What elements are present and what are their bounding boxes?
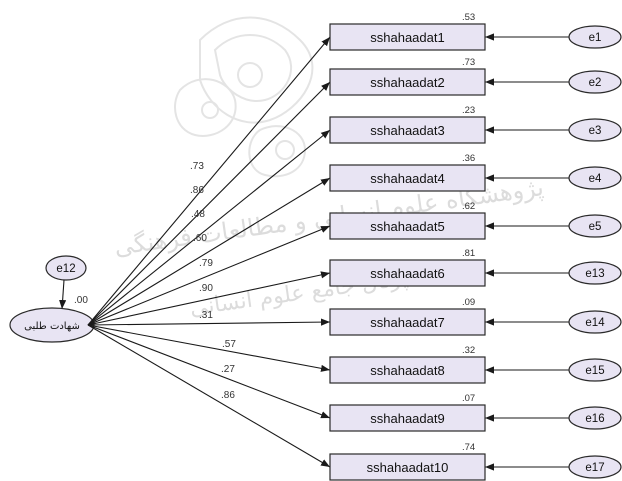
indicator-box[interactable] [329,68,486,96]
r-squared-value: .74 [462,442,475,453]
error-ellipse[interactable] [568,261,622,285]
loading-path [87,324,331,419]
error-label: e13 [585,268,604,280]
loading-coefficient: .86 [221,390,235,401]
watermark-logo [174,16,314,178]
error-ellipse[interactable] [568,166,622,190]
error-label: e1 [589,32,602,44]
loading-coefficient: .60 [193,233,207,244]
indicator-label: sshahaadat4 [370,171,444,186]
indicator-label: sshahaadat3 [370,123,444,138]
loading-coefficient: .27 [221,364,235,375]
indicator-box[interactable] [329,453,486,481]
indicator-label: sshahaadat10 [367,460,449,475]
loading-paths: .73 .86 .48 .60 .79 .90 .31 .57 .27 .86 [87,33,569,471]
indicator-label: sshahaadat6 [370,266,444,281]
indicator-box[interactable] [329,308,486,336]
loading-path [87,324,331,372]
indicator-box[interactable] [329,259,486,287]
error-label: e16 [585,413,604,425]
indicator-box[interactable] [329,212,486,240]
indicator-label: sshahaadat1 [370,30,444,45]
error-ellipse[interactable] [568,118,622,142]
loading-coefficient: .90 [199,283,213,294]
r-squared-value: .62 [462,201,475,212]
loading-path [87,81,331,326]
error-ellipse[interactable] [568,25,622,49]
indicator-box[interactable] [329,356,486,384]
loading-coefficient: .57 [222,339,236,350]
loading-coefficient: .31 [199,310,213,321]
latent-error-arrow [59,279,67,310]
error-label: e5 [589,221,602,233]
r-squared-value: .36 [462,153,475,164]
indicator-box[interactable] [329,116,486,144]
error-ellipse[interactable] [568,310,622,334]
error-ellipse[interactable] [568,358,622,382]
loading-coefficient: .86 [190,185,204,196]
loading-coefficient: .79 [199,258,213,269]
indicator-nodes: sshahaadat1 .53 e1 sshahaadat2 .73 e2 sshahaad… [329,12,622,481]
loading-path [87,324,331,468]
loading-path [87,318,331,326]
indicator-box[interactable] [329,23,486,51]
indicator-box[interactable] [329,404,486,432]
loading-path [87,271,331,326]
loading-coefficient: .48 [191,209,205,220]
latent-label: شهادت طلبی [24,321,80,332]
loading-coefficient: .73 [190,161,204,172]
error-label: e3 [589,125,602,137]
error-ellipse[interactable] [568,70,622,94]
indicator-box[interactable] [329,164,486,192]
r-squared-value: .81 [462,248,475,259]
r-squared-value: .09 [462,297,475,308]
r-squared-value: .07 [462,393,475,404]
indicator-label: sshahaadat9 [370,411,444,426]
latent-variance: .00 [74,295,88,306]
error-label: e17 [585,462,604,474]
error-label: e2 [589,77,602,89]
error-label: e4 [589,173,602,185]
indicator-label: sshahaadat2 [370,75,444,90]
error-label: e15 [585,365,604,377]
loading-path [87,129,331,326]
latent-error-label: e12 [56,263,75,275]
loading-path [87,36,331,326]
r-squared-value: .32 [462,345,475,356]
indicator-label: sshahaadat8 [370,363,444,378]
error-ellipse[interactable] [568,214,622,238]
loading-path [87,225,331,326]
indicator-label: sshahaadat7 [370,315,444,330]
r-squared-value: .23 [462,105,475,116]
error-label: e14 [585,317,605,329]
error-ellipse[interactable] [568,455,622,479]
r-squared-value: .73 [462,57,475,68]
error-ellipse[interactable] [568,406,622,430]
watermark-text: پژوهشگاه علوم انسانی و مطالعات فرهنگی پر… [112,173,545,321]
indicator-label: sshahaadat5 [370,219,444,234]
latent-error-ellipse[interactable] [45,255,87,281]
r-squared-value: .53 [462,12,475,23]
loading-path [87,177,331,326]
